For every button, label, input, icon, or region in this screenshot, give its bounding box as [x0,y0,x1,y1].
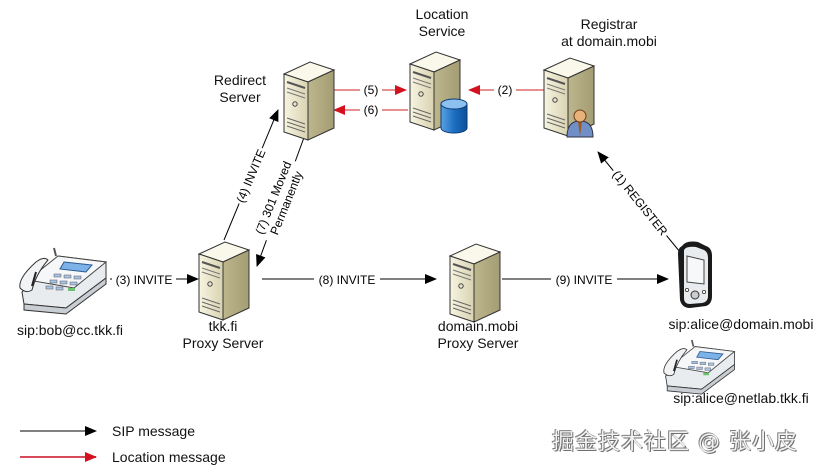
redirect-server-icon[interactable] [283,61,335,141]
msg-5-label: (5) [364,83,379,97]
msg-4-label: (4) INVITE [233,147,268,205]
tkk-proxy-title-line1: tkk.fi [208,318,238,334]
watermark: 掘金技术社区 @ 张小皮 [552,430,798,455]
msg-6-label: (6) [364,103,379,117]
tkk-proxy-server-icon[interactable] [198,241,250,321]
legend-sip-label: SIP message [112,423,196,439]
registrar-title-line2: at domain.mobi [561,33,657,49]
database-icon [440,98,468,134]
domain-proxy-title-line2: Proxy Server [437,335,519,351]
location-service-title-line1: Location [415,6,469,22]
alice-desk-phone-label: sip:alice@netlab.tkk.fi [673,390,809,406]
tkk-proxy-title: tkk.fi Proxy Server [168,318,278,352]
domain-proxy-title-line1: domain.mobi [437,318,519,334]
tkk-proxy-title-line2: Proxy Server [182,335,264,351]
domain-proxy-title: domain.mobi Proxy Server [418,318,538,352]
msg-9-label-bg [551,271,617,287]
location-service-title: Location Service [392,6,492,40]
user-icon [566,109,594,138]
registrar-title-line1: Registrar [580,16,638,32]
redirect-server-title-line2: Server [219,89,261,105]
msg-2-label-bg [494,82,516,97]
domain-proxy-server-icon[interactable] [449,243,501,323]
msg-2-label: (2) [498,83,513,97]
bob-desk-phone-icon[interactable] [19,247,108,315]
msg-5-label-bg [360,82,382,97]
msg-6-label-bg [360,102,382,117]
redirect-server-title-line1: Redirect [213,72,267,88]
alice-mobile-label: sip:alice@domain.mobi [668,316,814,332]
legend-location-label: Location message [112,449,226,465]
redirect-server-title: Redirect Server [195,72,285,106]
msg-9-label: (9) INVITE [556,273,613,287]
msg-3-label-bg [112,271,176,287]
location-service-title-line2: Service [418,23,466,39]
alice-desk-phone-icon[interactable] [663,339,736,395]
registrar-title: Registrar at domain.mobi [544,16,674,50]
bob-phone-label: sip:bob@cc.tkk.fi [16,322,124,338]
alice-mobile-phone-icon[interactable] [678,241,712,309]
msg-1-label: (1) REGISTER [610,168,671,239]
msg-8-label-bg [314,271,380,287]
msg-8-label: (8) INVITE [319,273,376,287]
msg-3-label: (3) INVITE [116,273,173,287]
